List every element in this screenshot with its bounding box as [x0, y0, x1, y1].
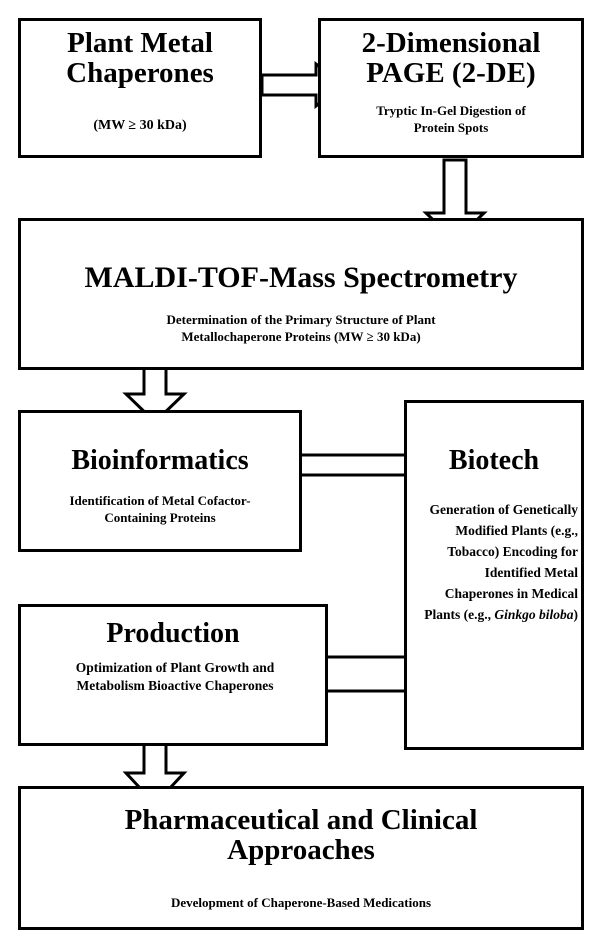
node-production-subtitle: Optimization of Plant Growth and Metabol… — [75, 660, 275, 693]
node-bioinformatics — [18, 410, 302, 552]
node-2de-title: 2-Dimensional PAGE (2-DE) — [361, 27, 541, 90]
node-biotech-title: Biotech — [448, 445, 540, 476]
node-production — [18, 604, 328, 746]
biotech-subtitle-species: Ginkgo biloba — [494, 606, 574, 622]
node-pharma-subtitle: Development of Chaperone-Based Medicatio… — [170, 895, 432, 910]
node-biotech — [404, 400, 584, 750]
node-production-title: Production — [106, 618, 240, 649]
node-pharma — [18, 786, 584, 930]
node-plant-metal-chaperones-subtitle: (MW ≥ 30 kDa) — [93, 118, 187, 133]
node-maldi — [18, 218, 584, 370]
node-plant-metal-chaperones-title: Plant Metal Chaperones — [66, 27, 214, 90]
node-bioinformatics-subtitle: Identification of Metal Cofactor-Contain… — [69, 493, 251, 525]
node-bioinformatics-title: Bioinformatics — [71, 445, 249, 476]
biotech-subtitle-text: Generation of Genetically Modified Plant… — [424, 502, 578, 622]
node-plant-metal-chaperones — [18, 18, 262, 158]
biotech-subtitle-end: ) — [573, 606, 579, 622]
node-2de-subtitle: Tryptic In-Gel Digestion of Protein Spot… — [376, 103, 526, 135]
node-maldi-title: MALDI-TOF-Mass Spectrometry — [84, 261, 518, 294]
node-pharma-title: Pharmaceutical and Clinical Approaches — [124, 804, 478, 867]
node-maldi-subtitle: Determination of the Primary Structure o… — [166, 312, 436, 344]
arrow-maldi-to-bioinformatics — [122, 366, 188, 425]
node-2de — [318, 18, 584, 158]
node-biotech-subtitle: Generation of Genetically Modified Plant… — [420, 500, 578, 626]
